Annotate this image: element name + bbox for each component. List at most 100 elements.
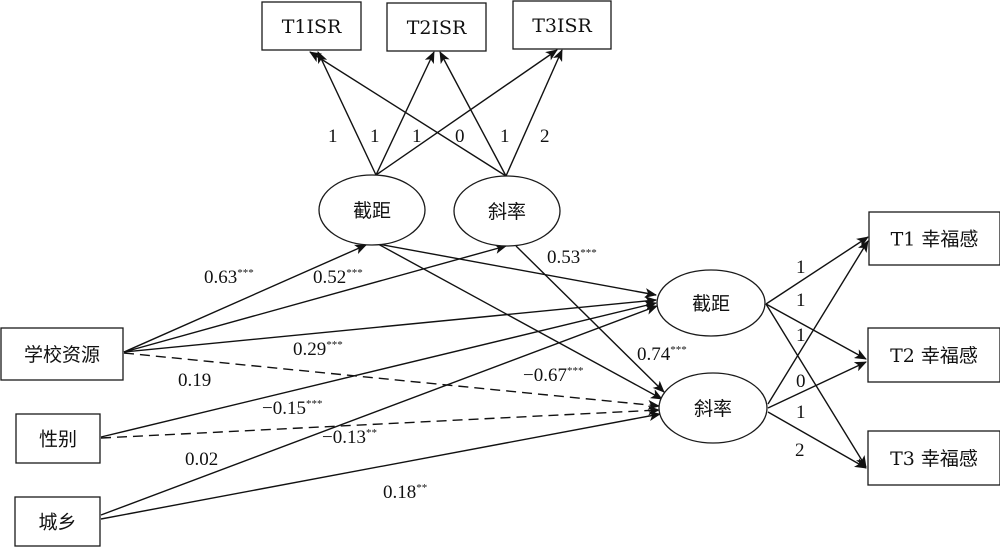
path-urban_rural-to-wb_slope bbox=[100, 411, 661, 520]
coefficient-label: 1 bbox=[796, 325, 806, 346]
coefficient-value: 0.18 bbox=[383, 482, 416, 503]
coefficient-value: 0.19 bbox=[178, 370, 211, 391]
latent-variable-ellipse bbox=[658, 372, 768, 444]
coefficient-label: −0.15*** bbox=[262, 398, 322, 419]
significance-stars: *** bbox=[567, 365, 584, 377]
path-gender-to-wb_intercept bbox=[100, 300, 657, 438]
coefficient-label: −0.13** bbox=[322, 427, 377, 448]
coefficient-label: 0.18** bbox=[383, 482, 427, 503]
node-label: 斜率 bbox=[488, 201, 526, 223]
coefficient-value: 0.52 bbox=[313, 267, 346, 288]
coefficient-label: 1 bbox=[796, 257, 806, 278]
coefficient-value: 0.53 bbox=[547, 247, 580, 268]
coefficient-label: 0.52*** bbox=[313, 267, 363, 288]
coefficient-value: 2 bbox=[795, 440, 805, 461]
path-wb_slope-to-t1wb bbox=[767, 240, 869, 405]
significance-stars: *** bbox=[326, 339, 343, 351]
node-label: T1ISR bbox=[282, 16, 342, 38]
coefficient-value: −0.13 bbox=[322, 427, 366, 448]
path-wb_intercept-to-t1wb bbox=[765, 236, 869, 305]
significance-stars: *** bbox=[237, 267, 254, 279]
node-t2wb: T2 幸福感 bbox=[867, 327, 1000, 383]
path-isr_slope-to-t1isr bbox=[309, 51, 507, 177]
coefficient-label: 0.19 bbox=[178, 370, 211, 391]
coefficient-value: 1 bbox=[370, 126, 380, 147]
coefficient-label: 1 bbox=[412, 126, 422, 147]
latent-variable-ellipse bbox=[656, 269, 766, 337]
coefficient-value: 1 bbox=[412, 126, 422, 147]
node-label: 性别 bbox=[39, 429, 77, 451]
node-label: 截距 bbox=[353, 200, 391, 222]
coefficient-label: 2 bbox=[795, 440, 805, 461]
significance-stars: *** bbox=[306, 398, 323, 410]
node-urban-rural: 城乡 bbox=[14, 496, 101, 547]
path-isr_intercept-to-t2isr bbox=[375, 51, 435, 176]
observed-variable-box bbox=[386, 2, 487, 52]
coefficient-value: 0.63 bbox=[204, 267, 237, 288]
coefficient-label: 2 bbox=[540, 126, 550, 147]
node-t3wb: T3 幸福感 bbox=[867, 430, 1000, 486]
path-school_resources-to-isr_intercept bbox=[123, 244, 367, 353]
path-isr_intercept-to-t1isr bbox=[317, 51, 377, 176]
coefficient-value: 2 bbox=[540, 126, 550, 147]
observed-variable-box bbox=[15, 413, 101, 464]
coefficient-value: 0 bbox=[455, 126, 465, 147]
path-wb_slope-to-t3wb bbox=[767, 411, 867, 469]
coefficient-value: 1 bbox=[796, 290, 806, 311]
coefficient-value: 0.02 bbox=[185, 449, 218, 470]
coefficient-label: 0.74*** bbox=[637, 344, 687, 365]
node-isr-slope: 斜率 bbox=[453, 175, 561, 247]
coefficient-value: 1 bbox=[328, 126, 338, 147]
node-label: T3 幸福感 bbox=[890, 448, 978, 470]
observed-variable-box bbox=[512, 0, 612, 50]
path-isr_intercept-to-wb_intercept bbox=[377, 243, 657, 298]
path-isr_intercept-to-t3isr bbox=[375, 49, 558, 176]
path-isr_slope-to-t2isr bbox=[439, 51, 507, 177]
node-wb-intercept: 截距 bbox=[656, 269, 766, 337]
coefficient-value: 1 bbox=[796, 325, 806, 346]
node-t2isr: T2ISR bbox=[386, 2, 487, 52]
node-label: T2ISR bbox=[407, 17, 467, 39]
node-label: 截距 bbox=[692, 293, 730, 315]
coefficient-value: 1 bbox=[500, 126, 510, 147]
node-label: T2 幸福感 bbox=[890, 345, 978, 367]
observed-variable-box bbox=[867, 327, 1000, 383]
observed-variable-box bbox=[868, 211, 1000, 266]
coefficient-label: 1 bbox=[328, 126, 338, 147]
coefficient-label: 0 bbox=[455, 126, 465, 147]
node-label: T1 幸福感 bbox=[891, 229, 979, 251]
observed-variable-box bbox=[261, 1, 362, 51]
node-label: 城乡 bbox=[38, 512, 76, 534]
node-t1isr: T1ISR bbox=[261, 1, 362, 51]
node-label: 学校资源 bbox=[24, 344, 100, 366]
path-school_resources-to-wb_slope bbox=[123, 352, 660, 410]
node-t3isr: T3ISR bbox=[512, 0, 612, 50]
significance-stars: *** bbox=[346, 267, 363, 279]
path-wb_intercept-to-t2wb bbox=[765, 303, 867, 360]
coefficient-label: 1 bbox=[370, 126, 380, 147]
path-wb_slope-to-t2wb bbox=[767, 361, 867, 409]
coefficient-label: 0 bbox=[796, 371, 806, 392]
coefficient-value: −0.15 bbox=[262, 398, 306, 419]
latent-variable-ellipse bbox=[453, 175, 561, 247]
coefficient-value: 0.74 bbox=[637, 344, 671, 365]
path-school_resources-to-wb_intercept bbox=[123, 296, 657, 353]
node-gender: 性别 bbox=[15, 413, 101, 464]
observed-variable-box bbox=[867, 430, 1000, 486]
significance-stars: ** bbox=[366, 427, 377, 439]
node-t1wb: T1 幸福感 bbox=[868, 211, 1000, 266]
path-school_resources-to-isr_slope bbox=[123, 244, 507, 353]
observed-variable-box bbox=[14, 496, 101, 547]
edges-layer bbox=[100, 49, 869, 520]
coefficient-label: −0.67*** bbox=[523, 365, 583, 386]
node-school-resources: 学校资源 bbox=[0, 327, 124, 381]
observed-variable-box bbox=[0, 327, 124, 381]
path-urban_rural-to-wb_intercept bbox=[100, 305, 658, 516]
coefficient-value: 0.29 bbox=[293, 339, 326, 360]
coefficient-label: 0.63*** bbox=[204, 267, 254, 288]
path-isr_intercept-to-wb_slope bbox=[377, 243, 663, 400]
significance-stars: *** bbox=[670, 344, 687, 356]
